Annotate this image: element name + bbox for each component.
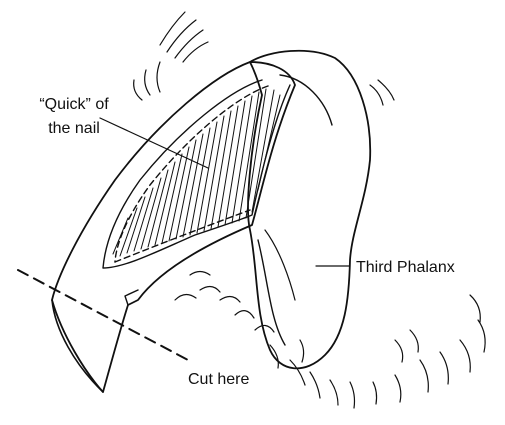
quick-label-line1: “Quick” of — [39, 96, 109, 113]
third-phalanx-outline — [248, 51, 370, 369]
third-phalanx-inner-contour — [280, 75, 332, 125]
third-phalanx-label: Third Phalanx — [356, 259, 455, 276]
cut-line — [18, 270, 188, 360]
cut-here-label: Cut here — [188, 371, 249, 388]
quick-dashed-boundary-lower — [115, 210, 250, 262]
quick-label-line2: the nail — [48, 120, 100, 137]
claw-tip — [52, 300, 103, 392]
fur-strokes — [134, 12, 485, 408]
quick-hatching — [113, 89, 280, 256]
quick-dashed-boundary — [115, 86, 268, 262]
third-phalanx-inner-contour-3 — [265, 230, 295, 300]
